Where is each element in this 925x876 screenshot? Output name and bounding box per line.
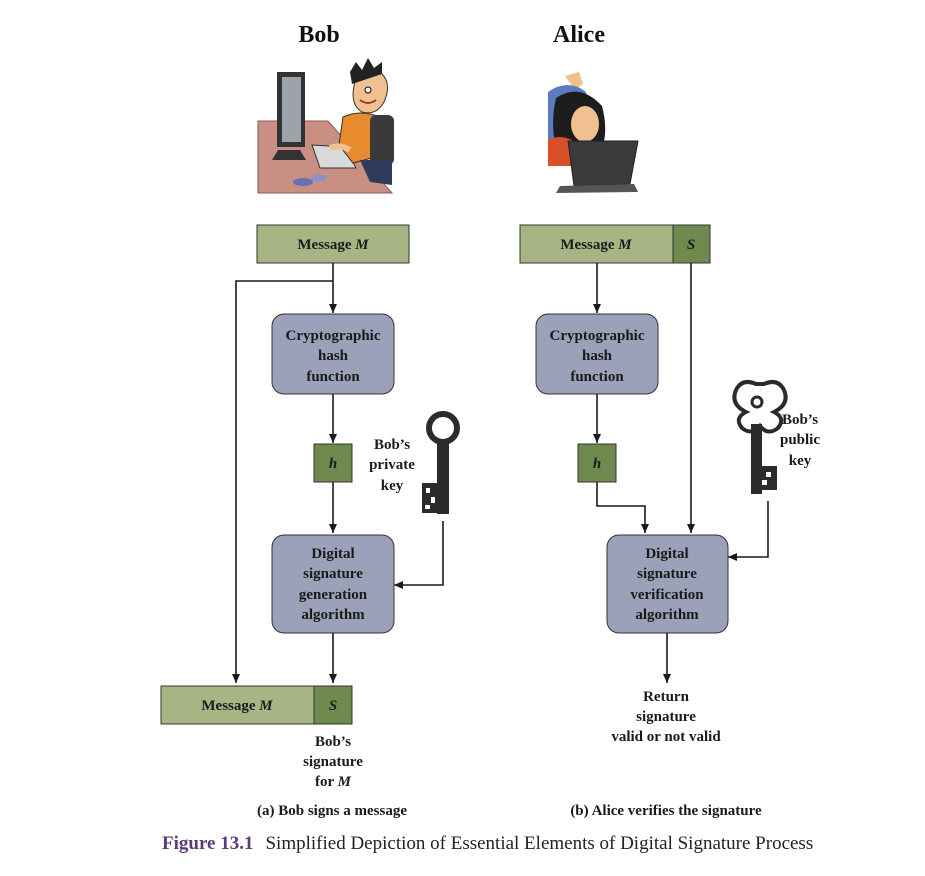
bob-private-key-line-1: Bob’s bbox=[374, 437, 410, 453]
svg-text:Message M: Message M bbox=[201, 698, 273, 714]
verify-algo-line-1: Digital bbox=[645, 546, 688, 562]
alice-h-to-verify-arrow bbox=[596, 482, 649, 533]
alice-caption: (b) Alice verifies the signature bbox=[570, 803, 762, 819]
bob-signed-message-label: Message bbox=[201, 698, 259, 714]
public-key-line-1: Bob’s bbox=[782, 412, 818, 428]
alice-hash-function-box: Cryptographic hash function bbox=[535, 313, 659, 395]
bob-signature-symbol: S bbox=[329, 698, 337, 714]
bob-message-label: Message bbox=[297, 237, 355, 253]
verify-algo-line-2: signature bbox=[637, 566, 697, 582]
alice-hash-value: h bbox=[593, 456, 601, 472]
public-key-icon bbox=[732, 380, 788, 494]
alice-hash-line-2: hash bbox=[582, 348, 613, 364]
bob-hash-line-1: Cryptographic bbox=[286, 328, 381, 344]
alice-signature-symbol: S bbox=[687, 237, 695, 253]
bob-caption: (a) Bob signs a message bbox=[257, 803, 407, 819]
bob-signature-label-3: for bbox=[315, 774, 338, 790]
alice-message-box: Message M S bbox=[519, 224, 711, 264]
bob-hash-line-2: hash bbox=[318, 348, 349, 364]
bob-private-key-line-2: private bbox=[369, 457, 415, 473]
bob-hash-function-box: Cryptographic hash function bbox=[271, 313, 395, 395]
sign-algo-line-3: generation bbox=[299, 587, 368, 603]
public-key-arrow bbox=[728, 501, 769, 561]
bob-hash-value-box: h bbox=[313, 443, 353, 483]
private-key-arrow bbox=[394, 521, 444, 589]
verify-algo-line-4: algorithm bbox=[635, 607, 699, 623]
public-key-line-2: public bbox=[780, 432, 820, 448]
signature-verification-box: Digital signature verification algorithm bbox=[606, 534, 729, 634]
bob-message-var: M bbox=[354, 237, 369, 253]
alice-hash-value-box: h bbox=[577, 443, 617, 483]
svg-text:Message M: Message M bbox=[297, 237, 369, 253]
sign-algo-line-4: algorithm bbox=[301, 607, 365, 623]
figure-title: Simplified Depiction of Essential Elemen… bbox=[265, 833, 813, 854]
sign-algo-line-2: signature bbox=[303, 566, 363, 582]
bob-message-box: Message M bbox=[256, 224, 410, 264]
bob-signature-label-2: signature bbox=[303, 754, 363, 770]
bob-signature-label-1: Bob’s bbox=[315, 734, 351, 750]
alice-illustration bbox=[548, 72, 639, 193]
alice-hash-line-3: function bbox=[570, 369, 624, 385]
bob-signature-label-var: M bbox=[337, 774, 352, 790]
result-line-1: Return bbox=[643, 689, 689, 705]
result-line-2: signature bbox=[636, 709, 696, 725]
svg-text:Message M: Message M bbox=[560, 237, 632, 253]
bob-hash-value: h bbox=[329, 456, 337, 472]
alice-title: Alice bbox=[553, 22, 605, 48]
bob-illustration bbox=[257, 58, 394, 194]
bob-signed-message-box: Message M S bbox=[160, 685, 353, 725]
alice-hash-line-1: Cryptographic bbox=[550, 328, 645, 344]
alice-message-label: Message bbox=[560, 237, 618, 253]
bob-title: Bob bbox=[298, 22, 339, 48]
signature-generation-box: Digital signature generation algorithm bbox=[271, 534, 395, 634]
private-key-icon bbox=[422, 411, 460, 514]
figure-caption: Figure 13.1 Simplified Depiction of Essen… bbox=[162, 833, 813, 854]
bob-message-bypass-arrow bbox=[232, 280, 333, 683]
public-key-line-3: key bbox=[789, 453, 812, 469]
verify-algo-line-3: verification bbox=[630, 587, 704, 603]
bob-hash-line-3: function bbox=[306, 369, 360, 385]
svg-text:for M: for M bbox=[315, 774, 352, 790]
bob-private-key-line-3: key bbox=[381, 478, 404, 494]
figure-number: Figure 13.1 bbox=[162, 833, 253, 854]
result-line-3: valid or not valid bbox=[611, 729, 721, 745]
alice-message-var: M bbox=[617, 237, 632, 253]
sign-algo-line-1: Digital bbox=[311, 546, 354, 562]
bob-signed-message-var: M bbox=[258, 698, 273, 714]
